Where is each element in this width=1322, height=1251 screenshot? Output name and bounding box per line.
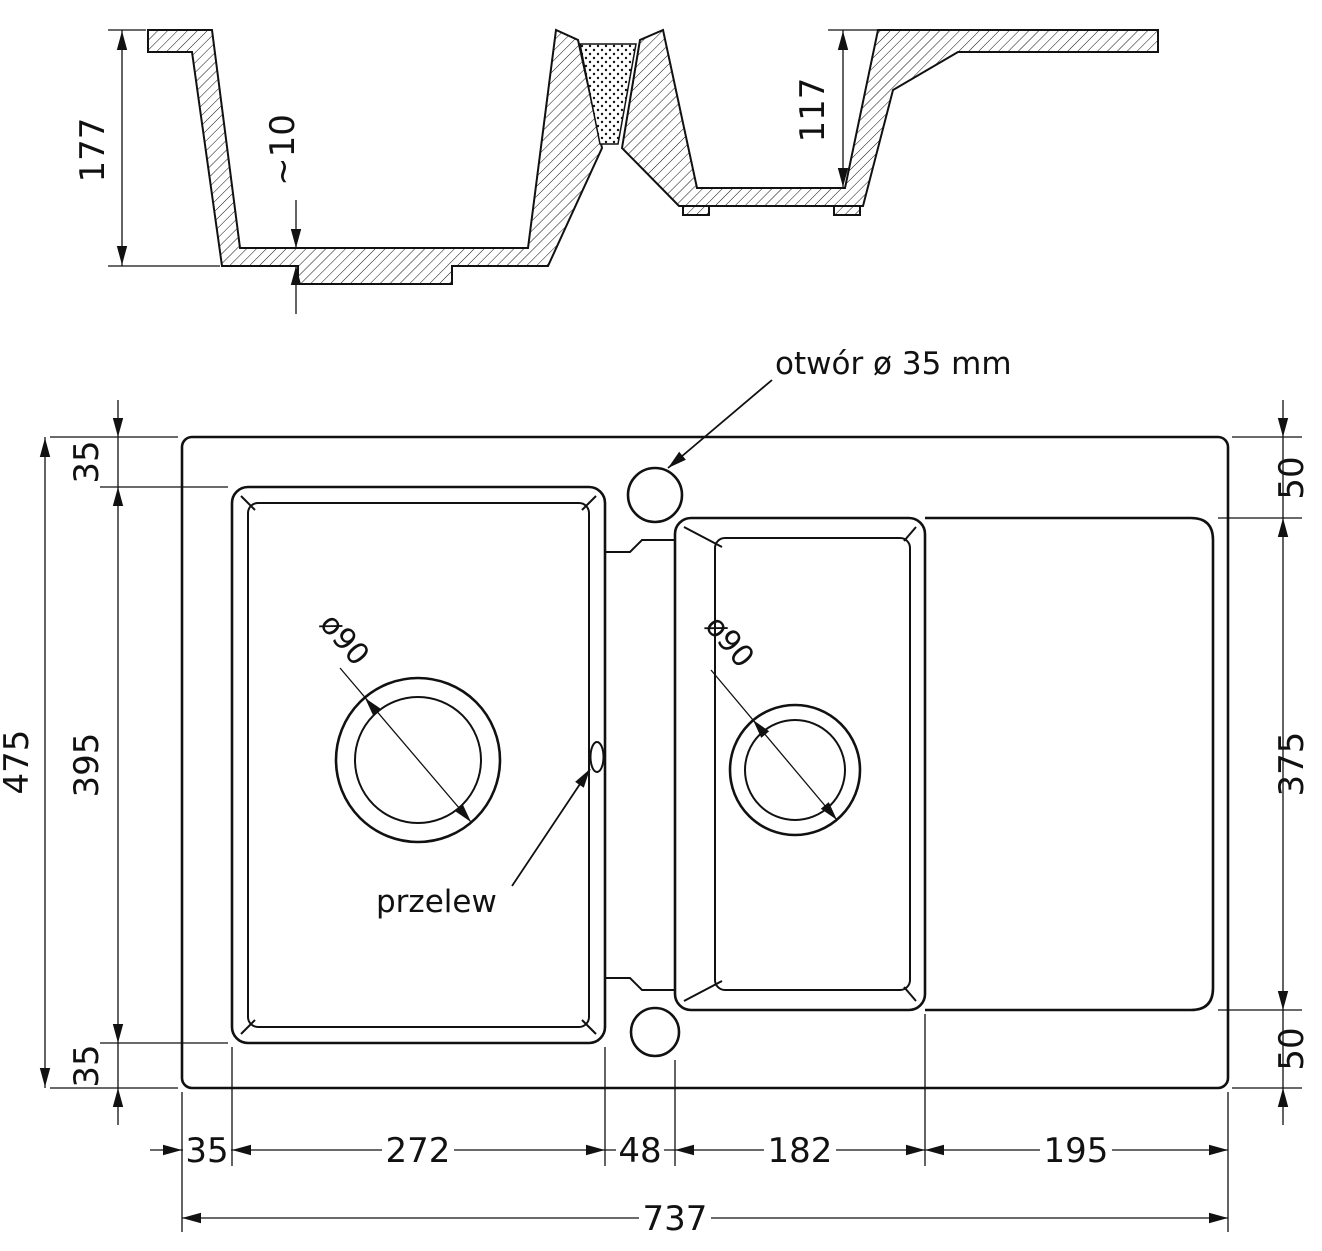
- section-view: 177 ~10 117: [73, 28, 1159, 314]
- dim-drainer-offset-top: 50: [1272, 456, 1312, 499]
- dim-drainer-width: 195: [1044, 1131, 1109, 1171]
- tap-hole-label: otwór ø 35 mm: [775, 346, 1012, 382]
- main-drain-inner: [354, 696, 482, 824]
- small-drain-outer: [728, 703, 862, 837]
- tap-hole-bottom: [629, 1006, 681, 1058]
- overflow-label: przelew: [376, 884, 497, 920]
- dim-divider-width: 48: [618, 1131, 661, 1171]
- small-drain-diameter-line: [710, 669, 838, 821]
- small-bowl-outer: [673, 516, 927, 1012]
- main-bowl-outer: [230, 485, 607, 1045]
- dim-bowl-offset-bottom: 35: [67, 1044, 107, 1087]
- dim-depth-main: 177: [73, 118, 113, 183]
- dim-bowl-main-width: 272: [386, 1131, 451, 1171]
- small-drain-inner: [744, 719, 846, 821]
- overflow-leader: [511, 768, 591, 887]
- dim-edge-left: 35: [185, 1131, 228, 1171]
- text-mask: [639, 1204, 711, 1238]
- corner-tick: [683, 526, 723, 548]
- corner-tick: [581, 1019, 597, 1035]
- corner-tick: [683, 980, 723, 1002]
- section-small-bowl-and-deck-profile: [620, 28, 1159, 207]
- section-divider-core: [579, 43, 637, 145]
- corner-tick: [240, 495, 256, 511]
- corner-tick: [581, 495, 597, 511]
- text-mask: [616, 1136, 664, 1170]
- drainer-outline: [925, 516, 1215, 1012]
- section-foot-right: [833, 205, 861, 216]
- dim-depth-small: 117: [793, 78, 833, 143]
- plan-view: otwór ø 35 mm przelew ø90 ø90 475 35 395: [0, 346, 1312, 1239]
- main-bowl-inner: [247, 502, 590, 1028]
- tap-hole-top: [626, 466, 684, 524]
- text-mask: [1040, 1136, 1112, 1170]
- corner-tick: [903, 526, 917, 542]
- text-mask: [764, 1136, 836, 1170]
- corner-tick: [903, 986, 917, 1002]
- dim-drainer-offset-bottom: 50: [1272, 1027, 1312, 1070]
- text-mask: [382, 1136, 454, 1170]
- tap-hole-leader: [667, 379, 773, 469]
- dim-overall-height: 475: [0, 730, 37, 795]
- dim-bottom-thickness: ~10: [263, 114, 303, 186]
- corner-tick: [240, 1019, 256, 1035]
- text-mask: [183, 1136, 231, 1170]
- divider-top-edge: [605, 539, 675, 553]
- dim-bowl-height: 395: [67, 733, 107, 798]
- dim-drainer-height: 375: [1272, 732, 1312, 797]
- small-bowl-inner: [714, 537, 911, 991]
- overflow-slot: [589, 741, 605, 773]
- main-drain-diameter-line: [339, 667, 472, 823]
- section-main-bowl-profile: [147, 28, 604, 285]
- dim-bowl-small-width: 182: [768, 1131, 833, 1171]
- main-drain-outer: [334, 676, 502, 844]
- section-foot-left: [682, 205, 710, 216]
- divider-bottom-edge: [605, 977, 675, 991]
- dim-bowl-offset-top: 35: [67, 440, 107, 483]
- dim-overall-width: 737: [643, 1199, 708, 1239]
